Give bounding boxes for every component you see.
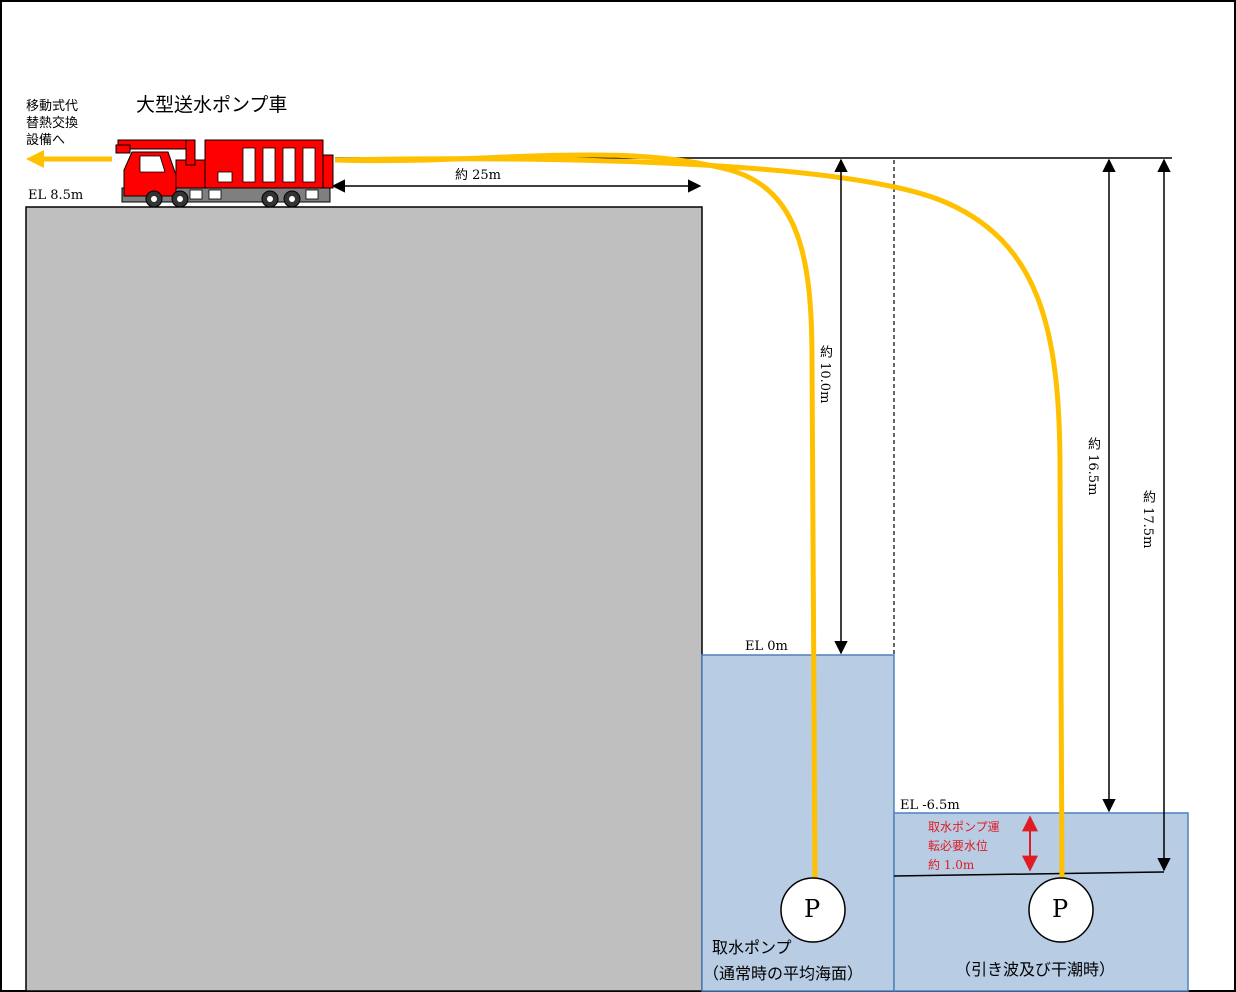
truck-title: 大型送水ポンプ車 — [136, 94, 288, 116]
destination-arrow-head — [26, 150, 44, 168]
ground-block — [25, 206, 703, 992]
dimension-normal-drop: 約 10.0m — [817, 345, 832, 404]
hose-low — [334, 156, 1065, 881]
dimension-horizontal: 約 25m — [455, 168, 502, 183]
pump-normal-icon — [780, 877, 846, 943]
elevation-normal: EL 0m — [745, 639, 788, 654]
required-level-line2: 転必要水位 — [928, 839, 989, 853]
required-level-line — [893, 871, 1165, 877]
case-low-label: （引き波及び干潮時） — [955, 960, 1116, 979]
pump-truck-icon — [115, 139, 334, 208]
destination-label-line2: 替熱交換 — [26, 116, 79, 131]
required-level-line3: 約 1.0m — [928, 858, 975, 872]
elevation-low: EL -6.5m — [900, 798, 960, 813]
required-level-line1: 取水ポンプ運 — [928, 820, 1000, 834]
pump-label: 取水ポンプ — [712, 938, 792, 957]
case-normal-label: （通常時の平均海面） — [703, 964, 864, 983]
dimension-low-drop-total: 約 17.5m — [1140, 490, 1155, 549]
pump-low-icon — [1028, 877, 1094, 943]
elevation-ground: EL 8.5m — [28, 188, 84, 203]
pump-low-symbol: P — [1052, 895, 1069, 923]
dimension-low-drop: 約 16.5m — [1085, 437, 1100, 496]
destination-label-line1: 移動式代 — [26, 99, 79, 114]
destination-label-line3: 設備へ — [26, 133, 66, 148]
pump-normal-symbol: P — [804, 895, 821, 923]
